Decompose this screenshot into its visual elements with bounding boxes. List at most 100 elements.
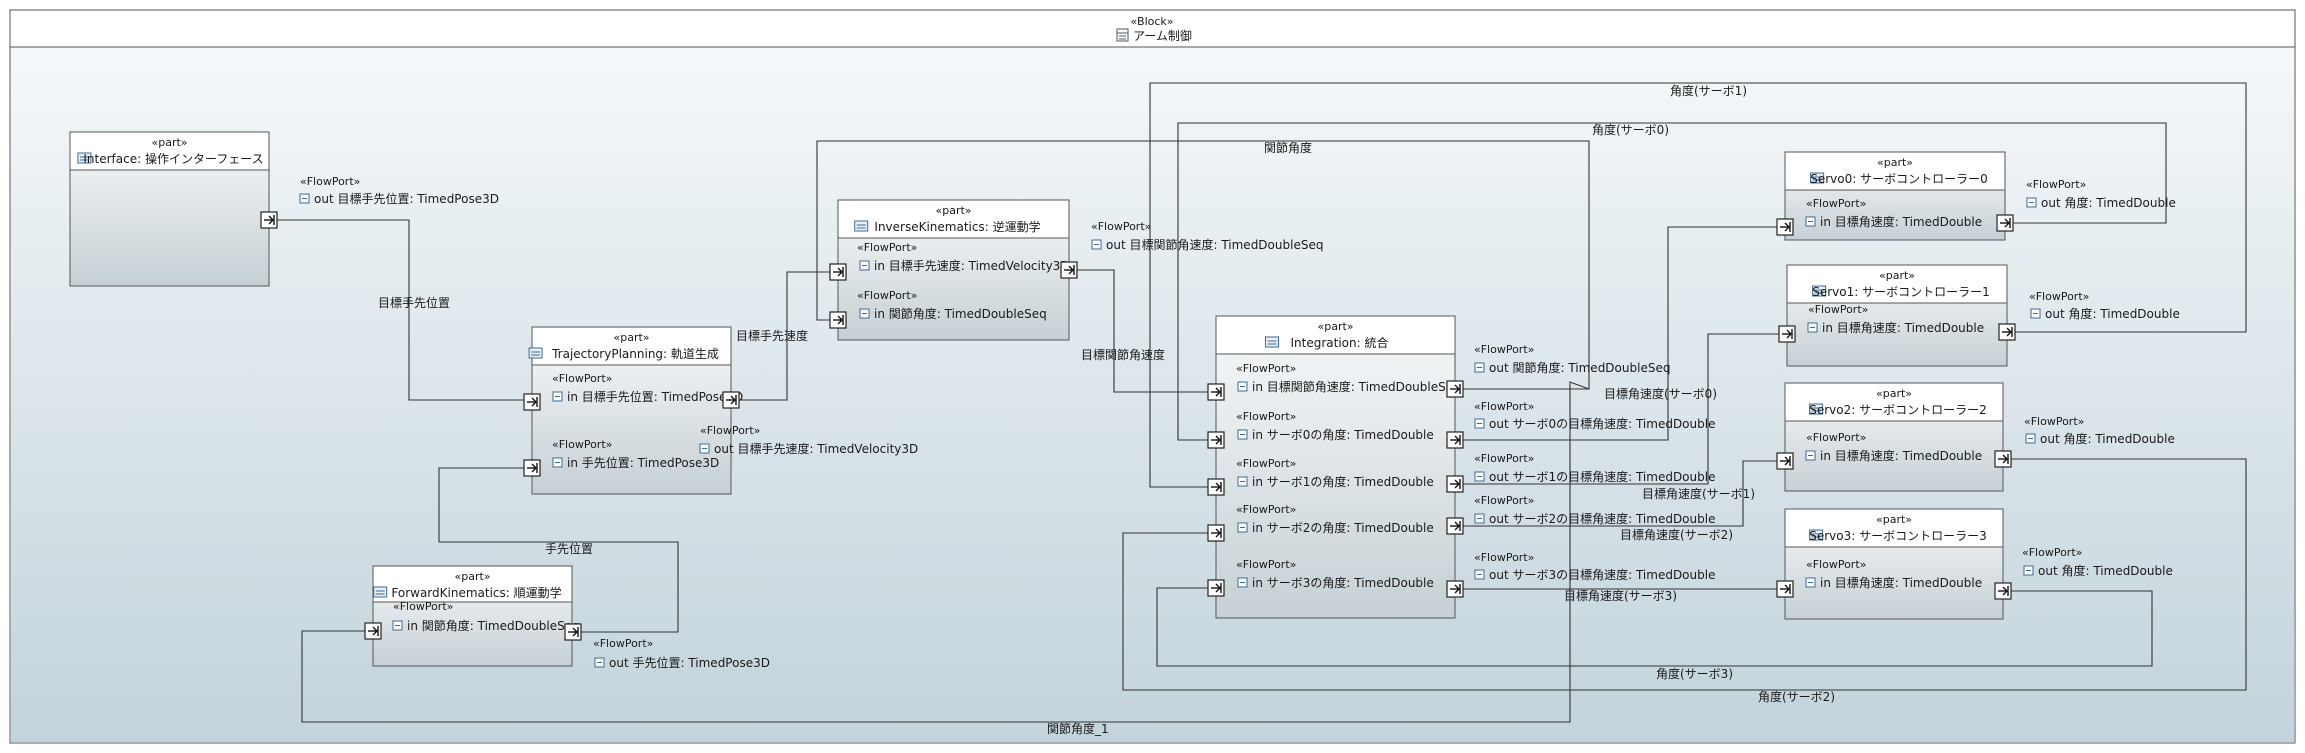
flowport-square[interactable] [1994, 450, 2012, 468]
flowport-square[interactable] [1994, 582, 2012, 600]
connector-c7[interactable] [1463, 226, 1777, 441]
flowport-square[interactable] [523, 459, 541, 477]
flowport-label: in 目標角速度: TimedDouble [1820, 448, 1982, 463]
flowport-label: in 目標角速度: TimedDouble [1820, 214, 1982, 229]
connector-c2[interactable] [739, 271, 830, 401]
flowport-label: in 目標角速度: TimedDouble [1820, 575, 1982, 590]
connector-c9[interactable] [1463, 460, 1777, 527]
port-icon [2030, 308, 2041, 319]
flowport-square[interactable] [1778, 325, 1796, 343]
flowport-stereotype: «FlowPort» [1806, 431, 1866, 444]
flowport-square[interactable] [1776, 580, 1794, 598]
flowport-square[interactable] [1446, 517, 1464, 535]
port-icon [1237, 577, 1248, 588]
part-servo0[interactable]: «part»Servo0: サーボコントローラー0 [1784, 151, 2006, 241]
flowport-square[interactable] [722, 391, 740, 409]
flowport-square[interactable] [1207, 478, 1225, 496]
part-trajectory[interactable]: «part»TrajectoryPlanning: 軌道生成 [528, 326, 732, 495]
flowport-label: in 手先位置: TimedPose3D [567, 455, 719, 470]
flowport-stereotype: «FlowPort» [700, 424, 760, 437]
part-icon [528, 347, 543, 359]
flowport-stereotype: «FlowPort» [1474, 400, 1534, 413]
port-icon [1805, 216, 1816, 227]
flowport-stereotype: «FlowPort» [1808, 303, 1868, 316]
flowport-square[interactable] [1207, 431, 1225, 449]
part-header [1785, 383, 2003, 422]
flowport-square[interactable] [1446, 475, 1464, 493]
port-icon [1805, 577, 1816, 588]
flowport-square[interactable] [1446, 431, 1464, 449]
port-icon [1237, 429, 1248, 440]
flowport-stereotype: «FlowPort» [2029, 290, 2089, 303]
port-icon [859, 260, 870, 271]
connector-c3[interactable] [438, 467, 679, 633]
port-icon [1807, 322, 1818, 333]
connector-label: 関節角度 [1264, 140, 1312, 155]
flowport-square[interactable] [523, 393, 541, 411]
flowport-stereotype: «FlowPort» [1474, 494, 1534, 507]
part-stereotype: «part» [1879, 269, 1915, 282]
connector-c1[interactable] [277, 219, 524, 401]
connector-label: 目標角速度(サーボ1) [1642, 486, 1755, 501]
flowport-square[interactable] [1776, 218, 1794, 236]
flowport-square[interactable] [1998, 323, 2016, 341]
flowport-stereotype: «FlowPort» [1091, 220, 1151, 233]
flowport-square[interactable] [1446, 380, 1464, 398]
port-icon [299, 193, 310, 204]
flowport-stereotype: «FlowPort» [1474, 551, 1534, 564]
flowport-square[interactable] [1207, 524, 1225, 542]
part-servo1[interactable]: «part»Servo1: サーボコントローラー1 [1786, 264, 2008, 367]
flowport-square[interactable] [829, 311, 847, 329]
part-name: Interface: 操作インターフェース [83, 151, 263, 166]
flowport-square[interactable] [1207, 383, 1225, 401]
connector-c6[interactable] [301, 381, 1590, 723]
port-icon [1237, 381, 1248, 392]
block-icon [1116, 28, 1129, 42]
part-header [1785, 509, 2003, 548]
flowport-stereotype: «FlowPort» [1806, 197, 1866, 210]
port-icon [594, 657, 605, 668]
flowport-square[interactable] [1207, 579, 1225, 597]
part-servo3[interactable]: «part»Servo3: サーボコントローラー3 [1784, 508, 2004, 620]
flowport-square[interactable] [260, 211, 278, 229]
flowport-stereotype: «FlowPort» [300, 175, 360, 188]
part-icon [1812, 285, 1827, 297]
connector-c14[interactable] [1156, 587, 2153, 667]
flowport-square[interactable] [829, 263, 847, 281]
part-icon [854, 220, 869, 232]
connector-c8[interactable] [1463, 333, 1779, 485]
connector-c4[interactable] [1077, 269, 1208, 393]
port-icon [1474, 418, 1485, 429]
part-forward[interactable]: «part»ForwardKinematics: 順運動学 [372, 565, 573, 667]
flowport-stereotype: «FlowPort» [1236, 558, 1296, 571]
flowport-stereotype: «FlowPort» [857, 241, 917, 254]
port-icon [1091, 239, 1102, 250]
flowport-label: in 目標手先速度: TimedVelocity3D [874, 258, 1070, 273]
part-name: InverseKinematics: 逆運動学 [874, 219, 1040, 234]
part-header [70, 132, 269, 171]
connector-c11[interactable] [1177, 122, 2167, 441]
part-interface[interactable]: «part»Interface: 操作インターフェース [69, 131, 270, 287]
flowport-square[interactable] [1060, 261, 1078, 279]
flowport-square[interactable] [564, 623, 582, 641]
port-icon [1237, 476, 1248, 487]
part-body [1215, 315, 1456, 619]
flowport-square[interactable] [1776, 452, 1794, 470]
flowport-square[interactable] [1446, 580, 1464, 598]
part-icon [77, 152, 92, 164]
part-name: Servo3: サーボコントローラー3 [1809, 529, 1987, 543]
part-stereotype: «part» [935, 204, 971, 217]
connector-c12[interactable] [1149, 82, 2247, 488]
connector-c5[interactable] [816, 140, 1590, 390]
flowport-square[interactable] [1996, 214, 2014, 232]
flowport-square[interactable] [364, 622, 382, 640]
port-icon [1474, 362, 1485, 373]
flowport-label: in サーボ3の角度: TimedDouble [1252, 575, 1434, 590]
flowport-label: out 角度: TimedDouble [2041, 195, 2176, 210]
connector-c13[interactable] [1122, 458, 2247, 691]
part-integration[interactable]: «part»Integration: 統合 [1215, 315, 1456, 619]
flowport-label: in 関節角度: TimedDoubleSeq [874, 306, 1047, 321]
part-servo2[interactable]: «part»Servo2: サーボコントローラー2 [1784, 382, 2004, 492]
block-stereotype: «Block» [1130, 15, 1173, 28]
